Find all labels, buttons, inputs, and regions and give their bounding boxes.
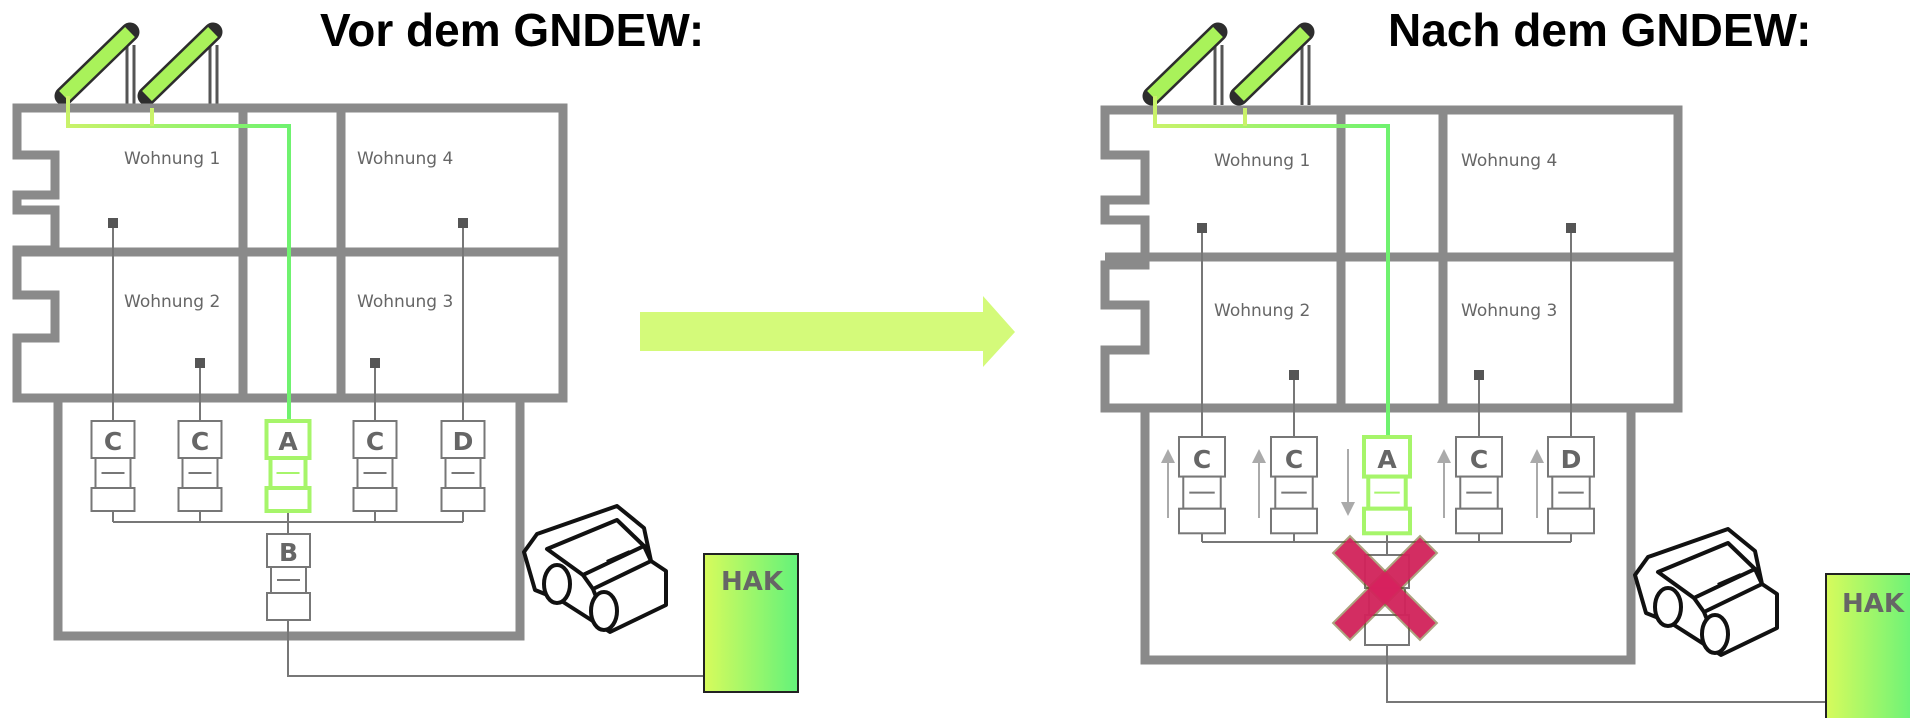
meter-label: C: [1285, 445, 1303, 474]
meter: A: [264, 419, 312, 513]
solar-wire: [66, 96, 291, 420]
room-label: Wohnung 3: [1461, 301, 1557, 321]
solar-panel-icon: [1142, 22, 1228, 106]
meter: D: [440, 420, 486, 512]
hak-label: HAK: [721, 567, 784, 597]
solar-panel-icon: [54, 22, 140, 106]
room-label: Wohnung 1: [124, 149, 220, 169]
room-label: Wohnung 1: [1214, 151, 1310, 171]
meter-label: C: [104, 427, 122, 456]
room-label: Wohnung 4: [357, 149, 453, 169]
before-panel: Vor dem GNDEW: Wohnung 1 Wohnung 4 Wohnu…: [12, 4, 799, 693]
after-panel: Nach dem GNDEW: Wohnung 1 Wohnung 4 Wohn…: [1100, 4, 1910, 718]
meter: C: [1269, 436, 1319, 535]
hak-label: HAK: [1842, 589, 1905, 619]
apartment-lines: [1197, 223, 1826, 703]
room-label: Wohnung 4: [1461, 151, 1557, 171]
meter: A: [1361, 435, 1413, 536]
after-title: Nach dem GNDEW:: [1388, 4, 1811, 56]
meter: C: [90, 420, 136, 512]
meter: C: [177, 420, 223, 512]
apartment-lines: [108, 218, 704, 677]
meter-label: D: [1561, 445, 1582, 474]
room-label: Wohnung 3: [357, 292, 453, 312]
main-meter: B: [266, 533, 311, 621]
meter-label: C: [1470, 445, 1488, 474]
meter-label: D: [453, 427, 474, 456]
meter-label: C: [1193, 445, 1211, 474]
meter: C: [1177, 436, 1227, 535]
cross-icon: [1331, 534, 1439, 642]
car-icon: [1633, 527, 1779, 657]
flow-arrows: [1161, 449, 1544, 518]
hak-box: HAK: [1825, 573, 1910, 718]
meter-label: A: [278, 427, 298, 456]
solar-panel-icon: [137, 22, 223, 106]
room-label: Wohnung 2: [124, 292, 220, 312]
solar-wire: [1153, 96, 1390, 436]
arrow-right-icon: [640, 296, 1015, 367]
solar-panel-icon: [1229, 22, 1315, 106]
meter: C: [1454, 436, 1504, 535]
before-title: Vor dem GNDEW:: [320, 4, 704, 56]
meter-label: C: [366, 427, 384, 456]
hak-box: HAK: [703, 553, 799, 693]
meter: D: [1546, 436, 1596, 535]
meter-label: A: [1377, 445, 1397, 474]
car-icon: [522, 504, 668, 634]
room-label: Wohnung 2: [1214, 301, 1310, 321]
meter: C: [352, 420, 398, 512]
main-meter-label: B: [279, 538, 298, 567]
meter-label: C: [191, 427, 209, 456]
